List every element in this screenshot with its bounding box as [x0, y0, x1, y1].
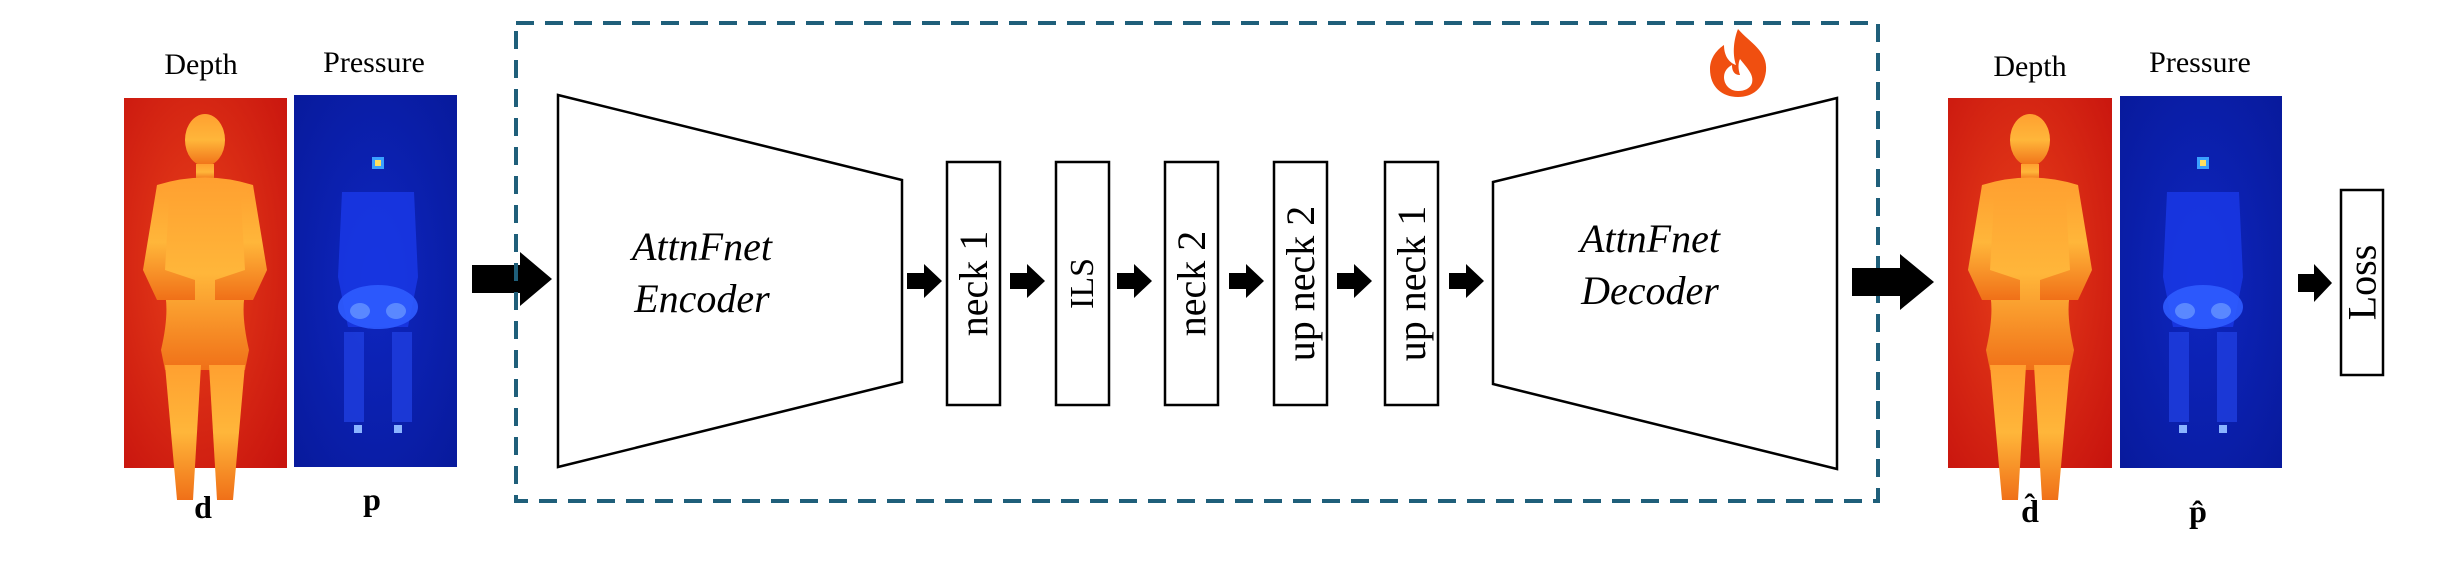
block-up-neck-1: up neck 1: [1383, 160, 1440, 407]
arrow-neck2-upneck2: [1229, 264, 1264, 298]
block-up-neck-2: up neck 2: [1272, 160, 1329, 407]
decoder-label-line2: Decoder: [1580, 268, 1719, 313]
decoder-label-line1: AttnFnet: [1577, 216, 1721, 261]
arrow-output-to-loss: [2298, 264, 2332, 302]
flame-icon: [1710, 29, 1767, 97]
block-arrows: [907, 264, 1484, 298]
input-pressure-title: Pressure: [323, 46, 425, 79]
block-up-neck-2-label: up neck 2: [1278, 206, 1323, 362]
block-up-neck-1-label: up neck 1: [1389, 206, 1434, 362]
input-depth-symbol: d: [194, 489, 212, 525]
input-depth-title: Depth: [164, 48, 237, 81]
arrow-upneck1-decoder: [1449, 264, 1484, 298]
output-depth-title: Depth: [1993, 50, 2066, 83]
output-depth-symbol: d̂: [2021, 493, 2039, 529]
block-ils-label: ILS: [1064, 258, 1101, 309]
block-neck-2: neck 2: [1163, 160, 1220, 407]
loss-block: Loss: [2340, 188, 2385, 377]
output-pressure-symbol: p̂: [2189, 493, 2207, 529]
input-depth-image: [124, 98, 287, 500]
input-group: Depth Pressure d p: [124, 46, 457, 525]
arrow-encoder-neck1: [907, 264, 942, 298]
encoder-label-line2: Encoder: [633, 276, 770, 321]
arrow-decoder-to-output: [1852, 254, 1934, 310]
block-neck-1-label: neck 1: [951, 231, 996, 337]
decoder-block: AttnFnet Decoder: [1491, 96, 1839, 471]
block-ils: ILS: [1054, 160, 1111, 407]
arrow-neck1-ils: [1010, 264, 1045, 298]
input-pressure-symbol: p: [363, 481, 381, 517]
bottleneck-blocks: neck 1 ILS neck 2 up neck 2 up neck 1: [945, 160, 1440, 407]
arrow-upneck2-upneck1: [1337, 264, 1372, 298]
input-pressure-image: [294, 95, 457, 467]
encoder-block: AttnFnet Encoder: [556, 93, 904, 469]
model-boundary: [514, 21, 1880, 503]
arrow-input-to-encoder: [472, 252, 552, 306]
encoder-label-line1: AttnFnet: [629, 224, 773, 269]
block-neck-2-label: neck 2: [1169, 231, 1214, 337]
arrow-ils-neck2: [1117, 264, 1152, 298]
output-pressure-image: [2120, 96, 2282, 468]
output-depth-image: [1948, 98, 2112, 500]
output-group: Depth Pressure d̂ p̂: [1948, 46, 2282, 529]
block-neck-1: neck 1: [945, 160, 1002, 407]
output-pressure-title: Pressure: [2149, 46, 2251, 79]
loss-label: Loss: [2340, 245, 2385, 321]
